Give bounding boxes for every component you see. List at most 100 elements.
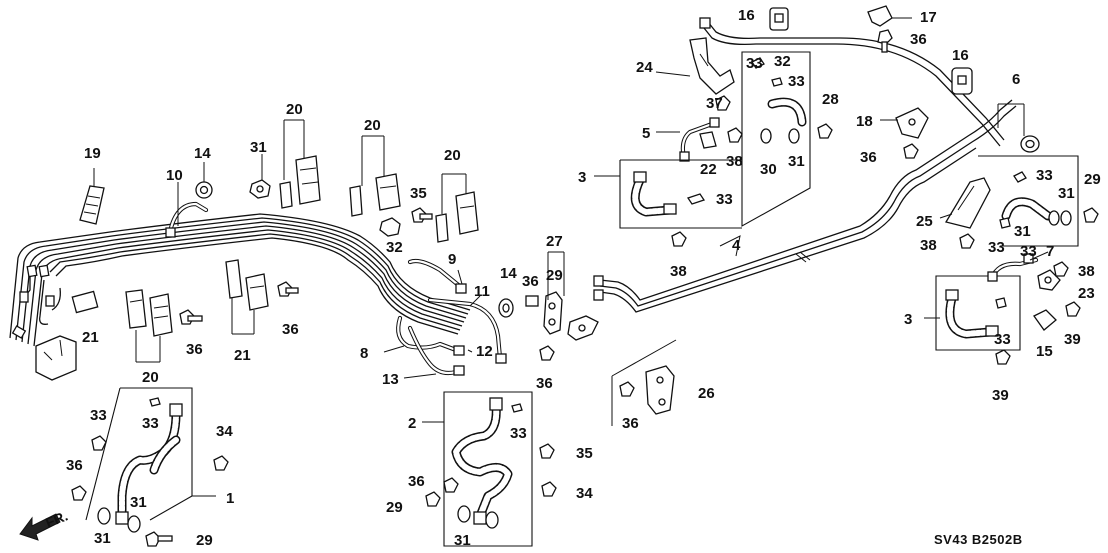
callout-20: 20 [364,117,381,134]
part-32-nut-left [249,179,271,199]
part-36-bolt-2 [277,281,299,297]
part-21-clamp-left [125,289,173,337]
callout-36: 36 [910,31,927,48]
callout-31: 31 [130,494,147,511]
callout-36: 36 [66,457,83,474]
part-22-junction-block [35,290,99,381]
callout-6: 6 [1012,71,1020,88]
callout-37: 36 [522,273,539,290]
part-18-bracket [895,107,929,139]
part-36-bolt-left [71,485,87,501]
callout-16: 16 [738,7,755,24]
part-20-clamp-3 [435,191,479,243]
front-direction-arrow-icon [19,513,61,541]
callout-29: 29 [196,532,213,549]
part-23-clip [699,131,717,149]
callout-25: 24 [636,59,653,76]
part-36-bolt-1 [179,309,203,325]
callout-16: 16 [952,47,969,64]
callout-38: 38 [726,153,743,170]
part-10-pipe [165,201,209,238]
part-29-bolt-right [1083,207,1099,223]
callout-38: 38 [920,237,937,254]
callout-26: 25 [916,213,933,230]
callout-28: 27 [546,233,563,250]
part-38-bolt-upper-2 [727,127,743,143]
part-36-bolt-top [877,29,893,53]
callout-35: 35 [576,445,593,462]
callout-36: 36 [622,415,639,432]
callout-35: 34 [216,423,233,440]
callout-31: 30 [760,161,777,178]
part-14-grommet-left [195,181,213,199]
callout-36: 36 [282,321,299,338]
part-20-clamp-2 [349,173,401,217]
callout-7: 7 [1046,243,1054,260]
part-36-bolt-mid [903,143,919,159]
front-label: FR. [43,507,70,530]
callout-34: 34 [576,485,593,502]
part-5-pipe [679,117,720,162]
callout-38: 38 [1078,263,1095,280]
callout-31: 31 [94,530,111,547]
left-pipe-fittings [11,264,55,339]
part-19-clip [79,185,105,225]
part-14-grommet-center [498,298,514,318]
callout-36: 36 [408,473,425,490]
callout-30: 29 [546,267,563,284]
callout-32: 32 [386,239,403,256]
hose-box-1 [85,387,214,533]
part-29-bolt-upper [817,123,833,139]
part-36-bolt-lower [539,345,555,361]
callout-1: 1 [226,490,234,507]
part-7-pipe [987,253,1039,282]
part-36-bolt-3 [411,207,433,223]
callout-12: 12 [476,343,493,360]
part-24-bracket [1037,269,1061,291]
callout-39: 39 [992,387,1009,404]
part-20-clamp-4 [225,259,269,311]
callout-13: 13 [382,371,399,388]
part-6-grommet [1020,135,1040,153]
callout-29: 29 [386,499,403,516]
callout-33: 33 [1020,243,1037,260]
callout-31: 31 [788,153,805,170]
part-35-bolt-left [213,455,229,471]
part-29-bolt-center [425,491,441,507]
pipe-bundle-left [9,213,471,347]
part-38-bolt-right [959,233,975,249]
callout-32: 31 [250,139,267,156]
hose-box-upper [619,51,811,247]
callout-33: 33 [988,239,1005,256]
callout-33: 33 [716,191,733,208]
callout-11: 11 [474,283,490,300]
callout-36: 36 [186,341,203,358]
callout-34: 33 [90,407,107,424]
part-32-nut-right [379,217,401,237]
callout-21: 20 [142,369,159,386]
callout-3: 3 [904,311,912,328]
leader-lines [93,17,1049,497]
callout-19: 19 [84,145,101,162]
callout-33: 33 [746,55,763,72]
callout-39: 39 [1064,331,1081,348]
callout-36: 35 [410,185,427,202]
callout-14: 14 [194,145,211,162]
part-26-bracket [944,177,991,229]
hose-box-right [935,155,1079,365]
callout-14: 14 [500,265,517,282]
part-38-bolt-upper [715,95,731,111]
callout-labels: 1 2 3 3 4 5 6 7 8 9 10 11 12 13 14 14 15… [66,7,1101,549]
part-36-bolt-center [443,477,459,493]
part-34-bolt-center [541,481,557,497]
callout-31: 31 [454,532,471,549]
part-27-bracket [611,339,677,426]
hose-box-2 [443,391,533,547]
part-25-bracket [689,37,735,95]
upper-rear-pipe [699,17,1005,147]
part-16-clip-right [951,67,973,95]
part-35-bolt-center [539,443,555,459]
part-29-bolt-left [145,531,173,547]
callout-36: 36 [536,375,553,392]
